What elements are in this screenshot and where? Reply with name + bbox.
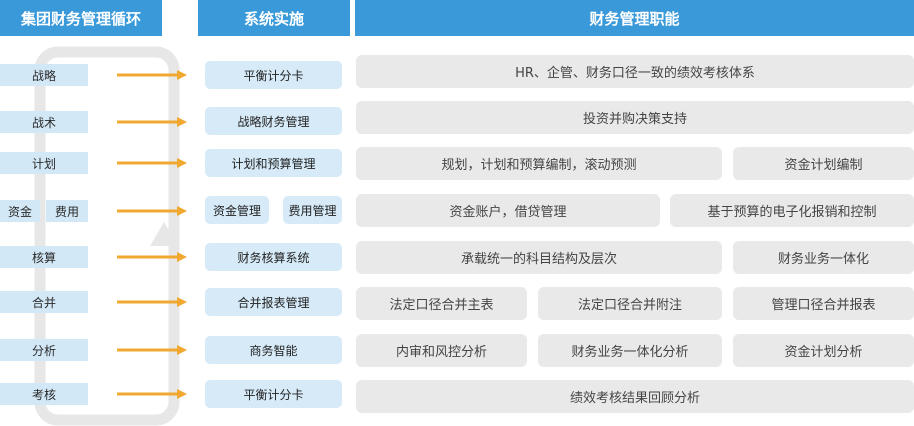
function-accounts-loans: 资金账户，借贷管理 bbox=[356, 194, 660, 227]
arrow-right-icon bbox=[117, 345, 187, 355]
system-balanced-scorecard: 平衡计分卡 bbox=[205, 61, 342, 89]
system-strategic-finance: 战略财务管理 bbox=[205, 107, 342, 135]
arrow-right-icon bbox=[117, 297, 187, 307]
function-planning-forecast: 规划，计划和预算编制，滚动预测 bbox=[356, 147, 722, 180]
stage-tactics: 战术 bbox=[0, 111, 88, 133]
system-financial-accounting: 财务核算系统 bbox=[205, 243, 342, 271]
arrow-right-icon bbox=[117, 117, 187, 127]
function-integration-analysis: 财务业务一体化分析 bbox=[538, 334, 722, 367]
function-statutory-notes: 法定口径合并附注 bbox=[538, 287, 722, 320]
arrow-right-icon bbox=[117, 158, 187, 168]
function-fund-plan-analysis: 资金计划分析 bbox=[733, 334, 914, 367]
stage-accounting: 核算 bbox=[0, 246, 88, 268]
cycle-arrow-up-icon bbox=[150, 222, 178, 246]
function-statutory-main-table: 法定口径合并主表 bbox=[356, 287, 527, 320]
stage-strategy: 战略 bbox=[0, 64, 88, 86]
header-cycle: 集团财务管理循环 bbox=[0, 0, 162, 36]
function-investment-support: 投资并购决策支持 bbox=[356, 101, 914, 134]
system-expense-management: 费用管理 bbox=[283, 196, 342, 224]
arrow-right-icon bbox=[117, 389, 187, 399]
arrow-right-icon bbox=[117, 206, 187, 216]
function-fund-plan: 资金计划编制 bbox=[733, 147, 914, 180]
system-business-intelligence: 商务智能 bbox=[205, 336, 342, 364]
stage-analysis: 分析 bbox=[0, 339, 88, 361]
function-performance-review: 绩效考核结果回顾分析 bbox=[356, 380, 914, 413]
arrow-right-icon bbox=[117, 252, 187, 262]
function-finance-business-integration: 财务业务一体化 bbox=[733, 241, 914, 274]
stage-plan: 计划 bbox=[0, 152, 88, 174]
header-system: 系统实施 bbox=[198, 0, 350, 36]
stage-assessment: 考核 bbox=[0, 383, 88, 405]
function-kpi-system: HR、企管、财务口径一致的绩效考核体系 bbox=[356, 55, 914, 88]
function-management-consolidation: 管理口径合并报表 bbox=[733, 287, 914, 320]
header-function: 财务管理职能 bbox=[355, 0, 914, 36]
function-budget-reimbursement: 基于预算的电子化报销和控制 bbox=[670, 194, 914, 227]
system-balanced-scorecard-review: 平衡计分卡 bbox=[205, 380, 342, 408]
function-audit-risk-analysis: 内审和风控分析 bbox=[356, 334, 527, 367]
stage-expense: 费用 bbox=[46, 200, 88, 222]
system-fund-management: 资金管理 bbox=[205, 196, 269, 224]
cycle-track bbox=[34, 46, 180, 426]
system-planning-budget: 计划和预算管理 bbox=[205, 149, 342, 177]
stage-fund: 资金 bbox=[0, 200, 40, 222]
arrow-right-icon bbox=[117, 70, 187, 80]
function-account-structure: 承载统一的科目结构及层次 bbox=[356, 241, 722, 274]
system-consolidated-reporting: 合并报表管理 bbox=[205, 288, 342, 316]
stage-consolidation: 合并 bbox=[0, 291, 88, 313]
